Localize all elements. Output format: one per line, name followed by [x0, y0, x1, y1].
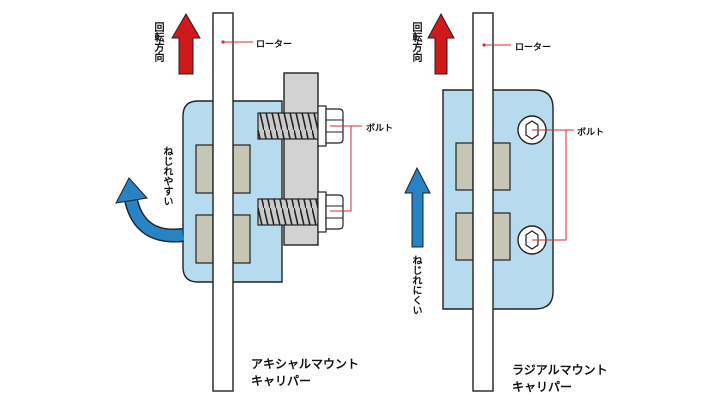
radial-rotor	[472, 12, 494, 392]
radial-caption-line2: キャリパー	[512, 380, 573, 394]
radial-mount-diagram	[404, 12, 574, 392]
twist-resistant-label: ねじれにくい	[410, 255, 421, 315]
brake-pad	[455, 212, 474, 261]
axial-mount-diagram	[115, 12, 362, 392]
axial-caption-line2: キャリパー	[251, 374, 312, 388]
axial-caption-line1: アキシャルマウント	[251, 357, 360, 371]
axial-bolt-lower	[257, 191, 344, 233]
bolt-label: ボルト	[577, 128, 605, 138]
radial-rotation-arrow	[427, 12, 455, 75]
axial-rotation-arrow	[171, 13, 201, 75]
twist-arrow	[404, 166, 431, 248]
rotation-direction-label: 回転方向	[410, 22, 421, 62]
bolt-leader-line	[532, 129, 574, 241]
brake-pad	[455, 142, 474, 191]
rotor-label: ローター	[515, 43, 552, 53]
bolt-leader-line	[330, 125, 362, 212]
brake-pad	[232, 144, 251, 194]
radial-caption-line1: ラジアルマウント	[512, 363, 608, 377]
brake-pad	[232, 214, 251, 264]
brake-pad	[492, 142, 511, 191]
bolt-label: ボルト	[366, 124, 394, 134]
brake-pad	[195, 214, 214, 264]
twist-prone-label: ねじれやすい	[161, 146, 172, 206]
rotor-label: ローター	[256, 40, 293, 50]
rotation-direction-label: 回転方向	[152, 22, 163, 62]
axial-rotor	[212, 12, 234, 392]
brake-pad	[195, 144, 214, 194]
brake-pad	[492, 212, 511, 261]
